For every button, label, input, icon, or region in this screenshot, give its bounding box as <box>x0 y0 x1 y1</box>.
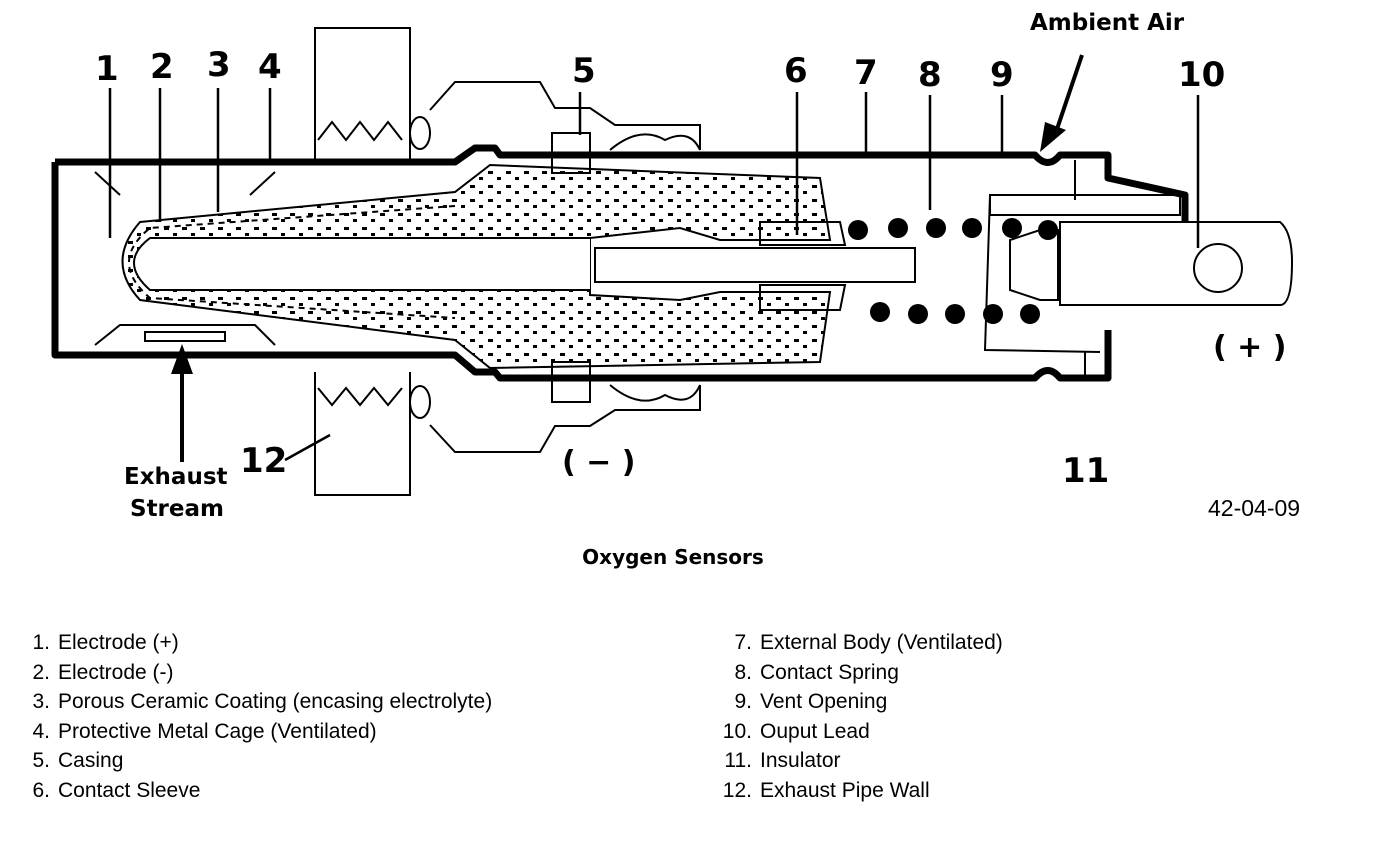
legend-number: 5. <box>32 749 50 772</box>
callout-10: 10 <box>1178 55 1225 95</box>
legend-text: Electrode (+) <box>58 631 179 654</box>
ambient-air-label: Ambient Air <box>1030 10 1185 36</box>
figure-code: 42-04-09 <box>1208 495 1300 521</box>
legend-right: 7. External Body (Ventilated) 8. Contact S… <box>712 628 1003 805</box>
legend-number: 2. <box>32 660 50 684</box>
legend-item: 12. Exhaust Pipe Wall <box>712 776 1003 806</box>
legend-text: External Body (Ventilated) <box>760 631 1003 654</box>
legend-text: Electrode (-) <box>58 660 174 684</box>
contact-spring <box>848 218 1058 324</box>
legend-item: 11. Insulator <box>712 746 1003 776</box>
exhaust-stream-arrow <box>171 344 193 462</box>
legend-number: 10. <box>722 719 752 743</box>
plus-terminal-label: ( + ) <box>1213 330 1286 365</box>
callout-9: 9 <box>990 55 1014 95</box>
protective-metal-cage <box>94 171 276 346</box>
legend-text: Exhaust Pipe Wall <box>760 778 930 802</box>
legend-item: 8. Contact Spring <box>712 658 1003 688</box>
leader-lines <box>108 88 1200 462</box>
callout-2: 2 <box>150 47 174 87</box>
exhaust-label-line1: Exhaust <box>124 464 228 490</box>
output-lead-hole <box>1193 243 1243 293</box>
minus-terminal-label: ( − ) <box>562 445 635 480</box>
electrode-outer-dashed <box>128 205 456 319</box>
legend-text: Ouput Lead <box>760 719 870 743</box>
legend-text: Casing <box>58 749 124 772</box>
legend-number: 12. <box>722 778 752 802</box>
legend-text: Porous Ceramic Coating (encasing electro… <box>58 690 493 713</box>
legend-text: Insulator <box>760 749 841 772</box>
legend-item: 4. Protective Metal Cage (Ventilated) <box>10 717 492 747</box>
legend-item: 6. Contact Sleeve <box>10 776 492 806</box>
legend-item: 5. Casing <box>10 746 492 776</box>
contact-sleeve <box>594 221 916 311</box>
electrode-inner <box>133 237 590 291</box>
legend-number: 6. <box>32 778 50 802</box>
callout-5: 5 <box>572 51 596 91</box>
legend-number: 4. <box>32 719 50 743</box>
legend-number: 8. <box>734 660 752 684</box>
legend-item: 9. Vent Opening <box>712 687 1003 717</box>
legend-number: 9. <box>734 690 752 713</box>
legend-item: 10. Ouput Lead <box>712 717 1003 747</box>
callout-11: 11 <box>1062 451 1109 491</box>
legend-number: 1. <box>32 631 50 654</box>
legend-item: 1. Electrode (+) <box>10 628 492 658</box>
legend-item: 2. Electrode (-) <box>10 658 492 688</box>
callout-1: 1 <box>95 49 119 89</box>
callout-8: 8 <box>918 55 942 95</box>
ambient-air-arrow <box>1040 54 1084 152</box>
legend-text: Contact Spring <box>760 660 899 684</box>
legend-number: 11. <box>724 749 752 772</box>
external-body <box>51 144 1189 382</box>
legend-number: 7. <box>734 631 752 654</box>
callout-7: 7 <box>854 53 878 93</box>
oxygen-sensor-diagram: 1 2 3 4 5 6 7 8 9 10 11 12 Ambient Air E… <box>51 10 1300 522</box>
callout-4: 4 <box>258 47 282 87</box>
legend-item: 7. External Body (Ventilated) <box>712 628 1003 658</box>
legend-text: Contact Sleeve <box>58 778 201 802</box>
exhaust-pipe-wall <box>314 27 431 496</box>
exhaust-label-line2: Stream <box>130 496 224 522</box>
figure-caption: Oxygen Sensors <box>582 545 764 569</box>
legend-text: Protective Metal Cage (Ventilated) <box>58 719 377 743</box>
insulator <box>983 160 1181 375</box>
legend-left: 1. Electrode (+) 2. Electrode (-) 3. Porous… <box>10 628 492 805</box>
legend-item: 3. Porous Ceramic Coating (encasing elect… <box>10 687 492 717</box>
legend-text: Vent Opening <box>760 690 888 713</box>
callout-6: 6 <box>784 51 808 91</box>
output-lead <box>1059 221 1294 306</box>
legend-number: 3. <box>32 690 50 713</box>
callout-12: 12 <box>240 441 287 481</box>
callout-3: 3 <box>207 45 231 85</box>
